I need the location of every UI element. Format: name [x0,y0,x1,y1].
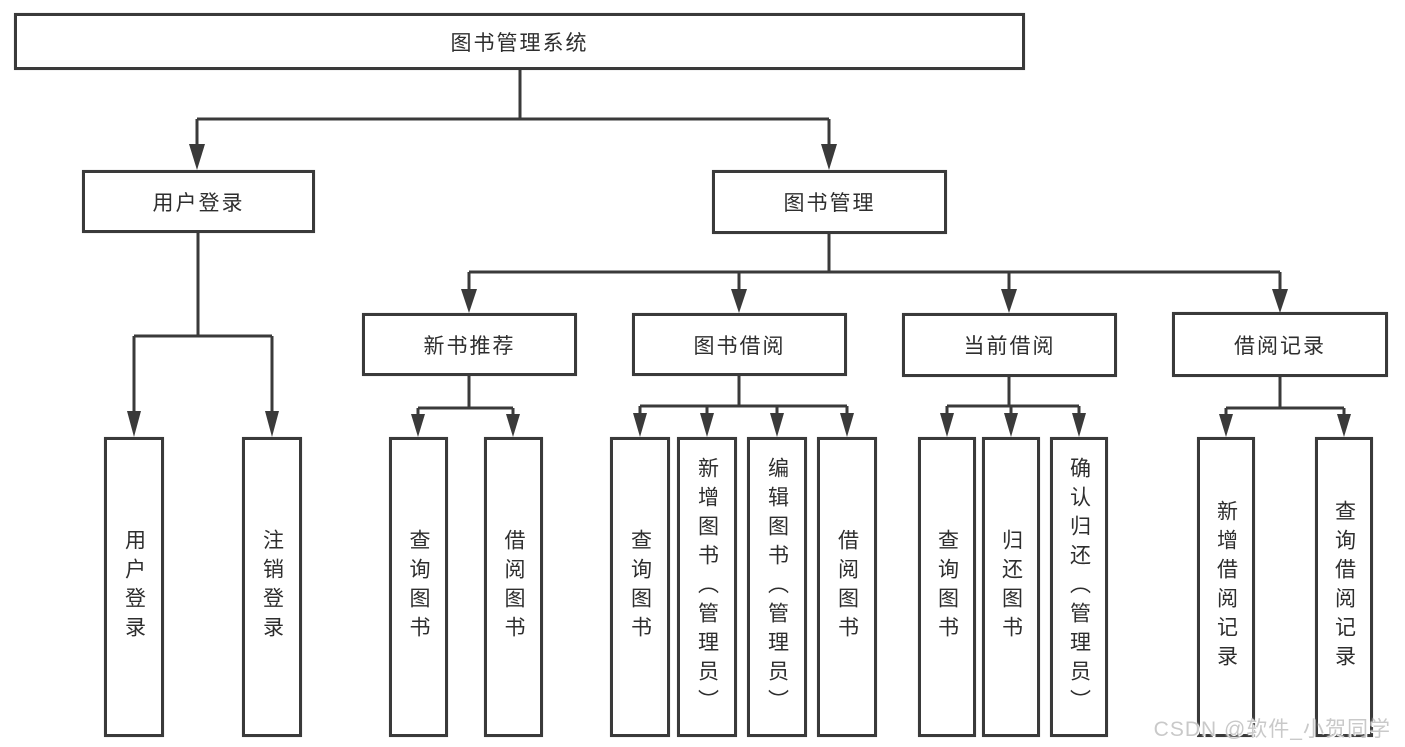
node-label: 新增借阅记录 [1214,500,1238,674]
node-label: 查询图书 [935,529,959,645]
node-current-borrowing: 当前借阅 [902,313,1117,377]
node-label: 借阅图书 [502,529,525,645]
csdn-watermark: CSDN @软件_小贺同学 [1153,718,1391,741]
node-label: 查询图书 [628,529,652,645]
node-label: 注销登录 [260,529,284,645]
node-label: 借阅记录 [1234,334,1326,358]
leaf-return-books: 归还图书 [982,437,1040,737]
leaf-query-books-1: 查询图书 [389,437,448,737]
node-user-login: 用户登录 [82,170,315,233]
node-label: 用户登录 [122,529,146,645]
leaf-query-borrow-record: 查询借阅记录 [1315,437,1373,737]
leaf-edit-books-admin: 编辑图书（管理员） [747,437,807,737]
leaf-logout: 注销登录 [242,437,302,737]
leaf-borrow-books-1: 借阅图书 [484,437,543,737]
node-label: 归还图书 [999,529,1023,645]
node-label: 图书管理系统 [450,31,589,55]
node-label: 借阅图书 [835,529,859,645]
node-book-borrowing: 图书借阅 [632,313,847,376]
node-label: 确认归还（管理员） [1067,456,1091,718]
leaf-add-books-admin: 新增图书（管理员） [677,437,737,737]
node-new-book-recommendation: 新书推荐 [362,313,577,376]
node-label: 新书推荐 [423,334,516,358]
leaf-user-login: 用户登录 [104,437,164,737]
node-book-management: 图书管理 [712,170,947,234]
node-label: 图书管理 [783,192,876,215]
node-label: 图书借阅 [693,334,786,358]
node-label: 当前借阅 [963,335,1056,358]
node-library-management-system: 图书管理系统 [14,13,1025,70]
node-label: 查询借阅记录 [1332,500,1356,674]
leaf-borrow-books-2: 借阅图书 [817,437,877,737]
node-label: 查询图书 [407,529,430,645]
node-label: 用户登录 [152,191,245,215]
node-borrowing-records: 借阅记录 [1172,312,1388,377]
node-label: 新增图书（管理员） [695,456,719,718]
leaf-add-borrow-record: 新增借阅记录 [1197,437,1255,737]
node-label: 编辑图书（管理员） [765,456,789,718]
leaf-query-books-3: 查询图书 [918,437,976,737]
leaf-query-books-2: 查询图书 [610,437,670,737]
leaf-confirm-return-admin: 确认归还（管理员） [1050,437,1108,737]
